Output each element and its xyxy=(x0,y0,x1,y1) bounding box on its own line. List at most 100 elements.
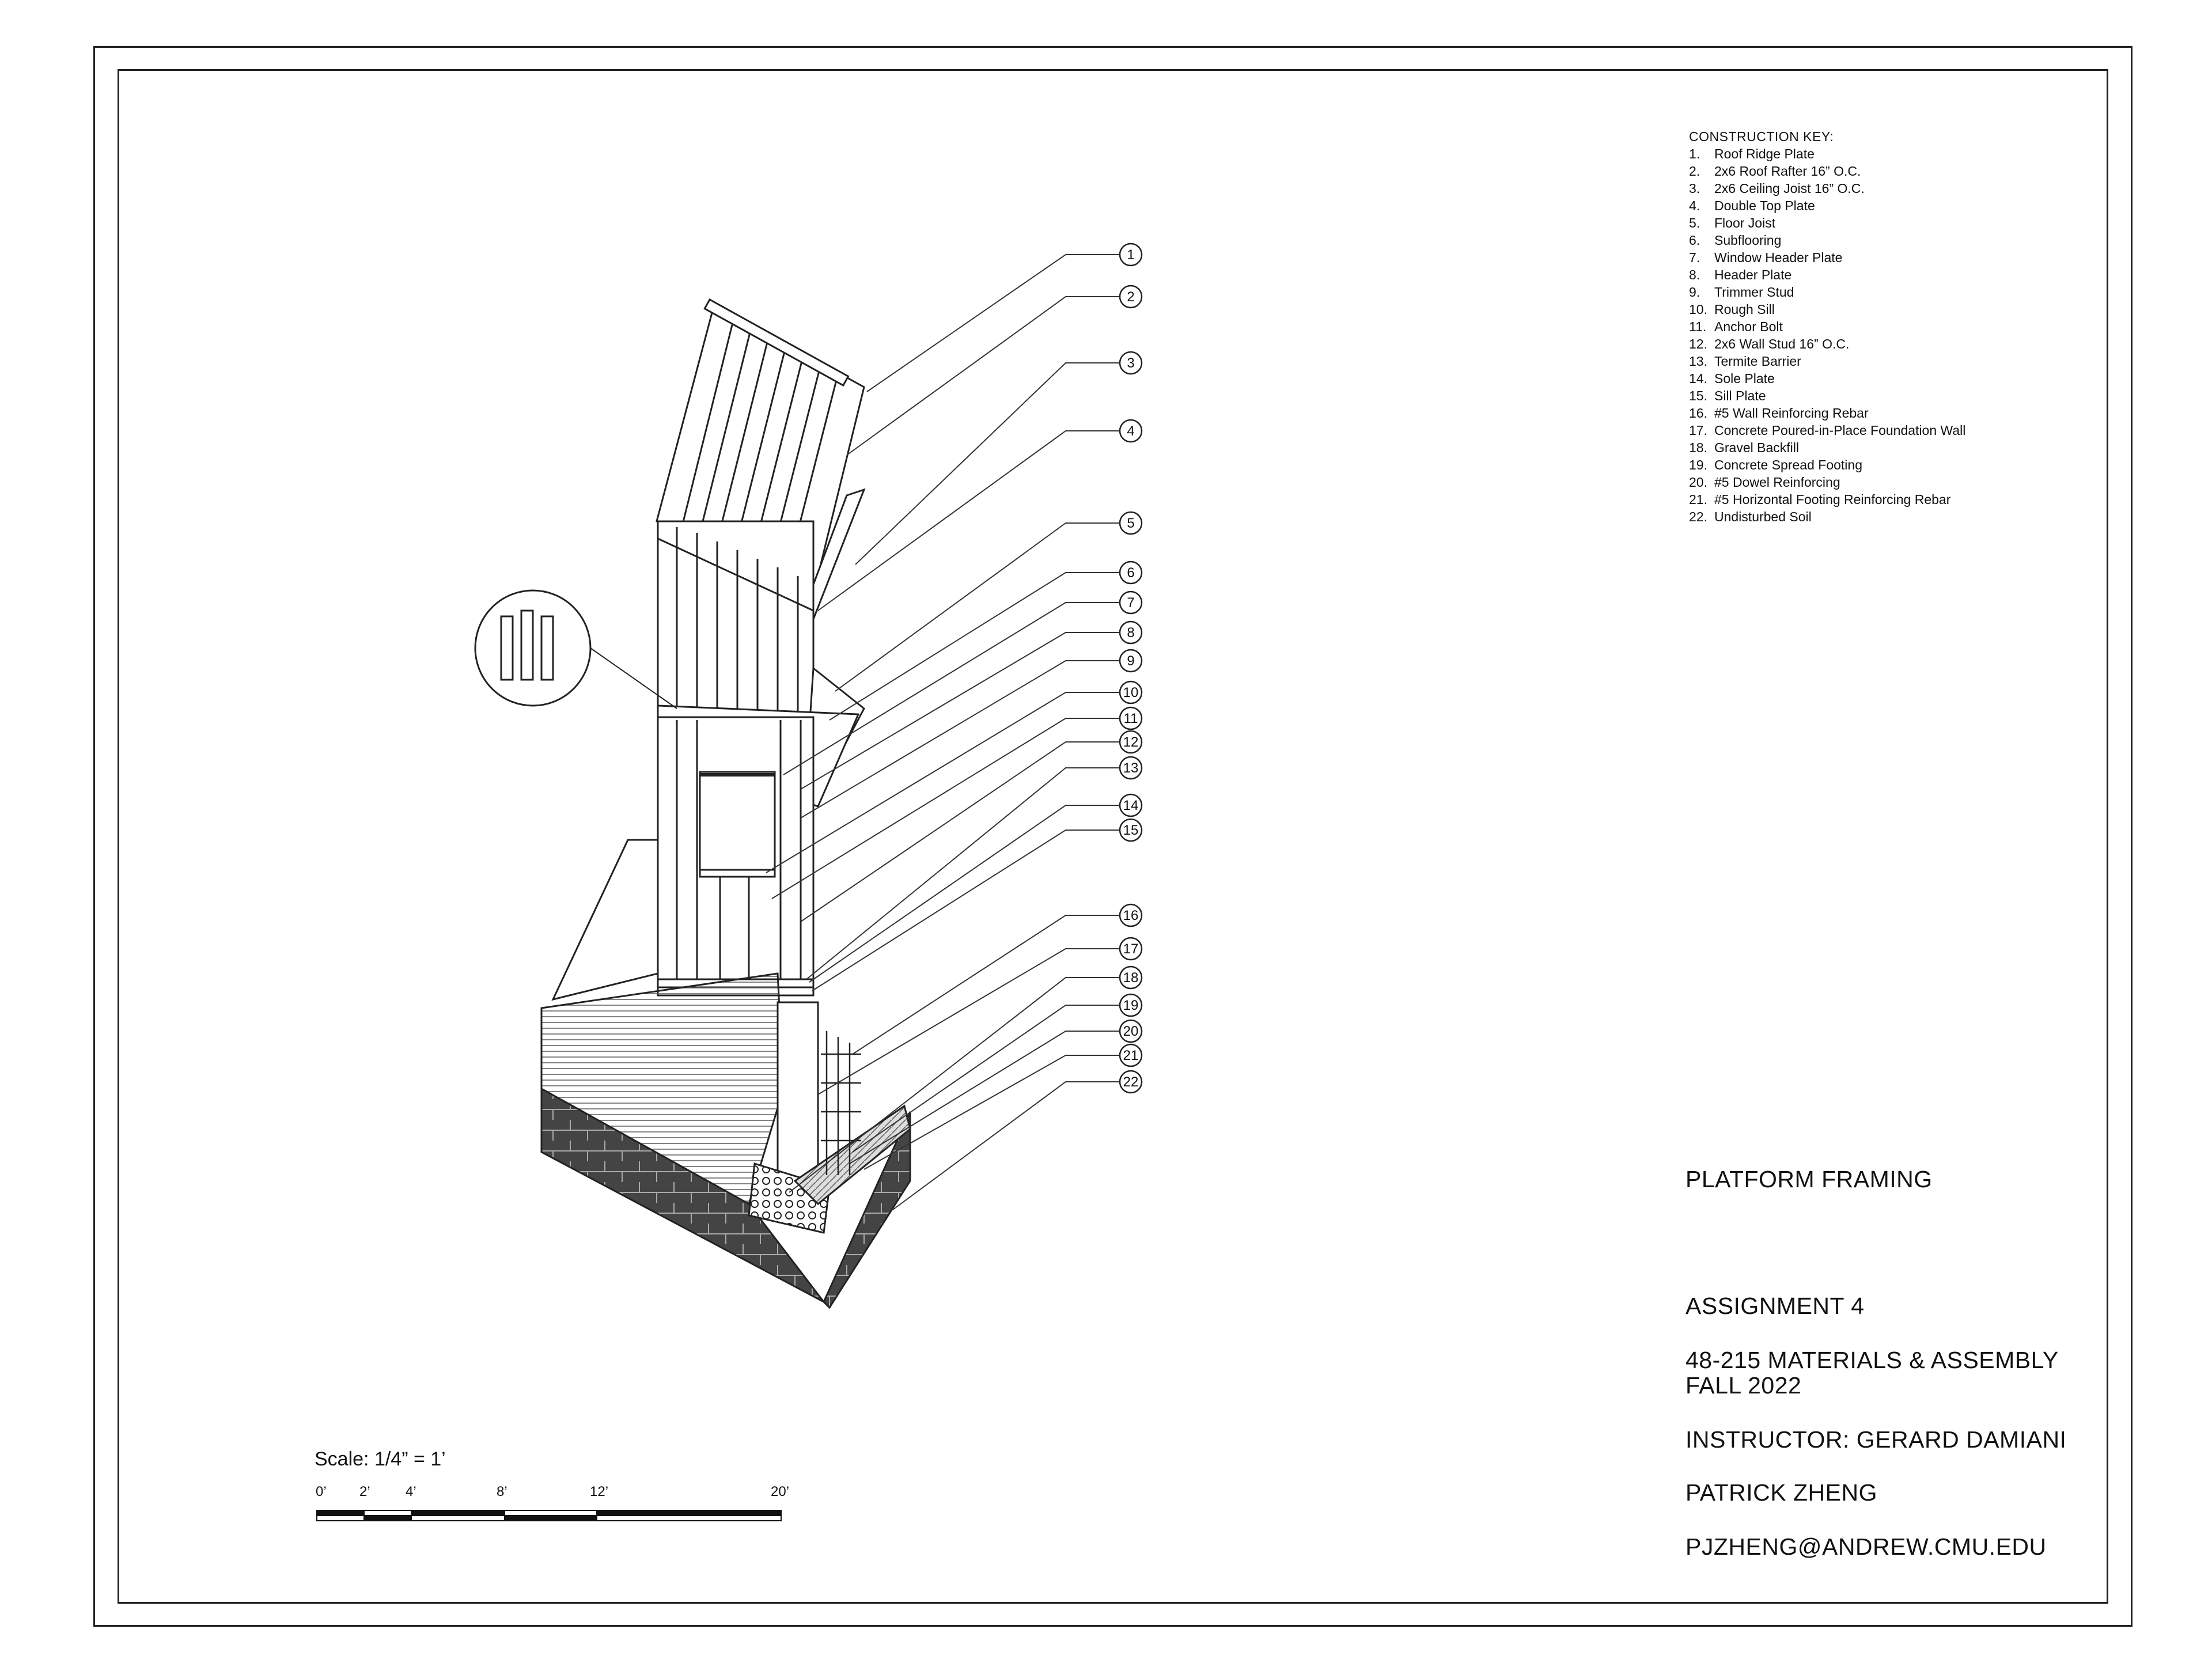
key-item-number: 3. xyxy=(1689,181,1700,196)
key-item-number: 18. xyxy=(1689,440,1707,455)
callout-number: 19 xyxy=(1123,998,1139,1013)
callout-number: 16 xyxy=(1123,908,1139,923)
term-label: FALL 2022 xyxy=(1685,1372,1802,1399)
callout-bubble xyxy=(1119,590,1143,615)
backfill-face xyxy=(540,972,785,1206)
key-item: 5. Floor Joist xyxy=(1689,214,1965,232)
callout-number: 6 xyxy=(1127,565,1134,581)
key-item-number: 16. xyxy=(1689,406,1707,421)
callout-number: 15 xyxy=(1123,823,1139,838)
key-item-label: #5 Wall Reinforcing Rebar xyxy=(1714,406,1869,421)
callout-number: 10 xyxy=(1123,685,1139,700)
instructor-label: INSTRUCTOR: GERARD DAMIANI xyxy=(1685,1426,2067,1453)
key-item-label: Subflooring xyxy=(1714,233,1782,248)
callout-bubble xyxy=(1119,285,1143,309)
key-item: 15.Sill Plate xyxy=(1689,387,1965,404)
key-item: 2. 2x6 Roof Rafter 16” O.C. xyxy=(1689,162,1965,180)
key-item: 6. Subflooring xyxy=(1689,232,1965,249)
callout-number: 7 xyxy=(1127,595,1134,611)
callout-number: 8 xyxy=(1127,625,1134,641)
scale-label: Scale: 1/4” = 1’ xyxy=(315,1448,446,1470)
key-item: 17. Concrete Poured-in-Place Foundation W… xyxy=(1689,422,1965,439)
callout-bubble xyxy=(1119,818,1143,842)
key-item: 19.Concrete Spread Footing xyxy=(1689,456,1965,474)
key-item-number: 22. xyxy=(1689,509,1707,524)
lower-wall-frame xyxy=(657,716,815,997)
callout-bubble xyxy=(1119,560,1143,585)
key-item-label: Window Header Plate xyxy=(1714,250,1843,265)
scale-tick: 8’ xyxy=(497,1484,507,1499)
key-item-number: 2. xyxy=(1689,164,1700,179)
callout-bubble xyxy=(1119,351,1143,375)
key-item-number: 20. xyxy=(1689,475,1707,490)
key-item: 7.Window Header Plate xyxy=(1689,249,1965,266)
foundation xyxy=(540,839,911,1309)
key-item-number: 8. xyxy=(1689,267,1700,282)
callout-number: 5 xyxy=(1127,516,1134,531)
key-item-number: 11. xyxy=(1689,319,1707,334)
callout-number: 3 xyxy=(1127,355,1134,371)
key-item-number: 10. xyxy=(1689,302,1707,317)
key-item-number: 1. xyxy=(1689,146,1700,161)
key-item-label: 2x6 Roof Rafter 16” O.C. xyxy=(1714,164,1861,179)
course-label: 48-215 MATERIALS & ASSEMBLY xyxy=(1685,1347,2059,1373)
key-item-number: 17. xyxy=(1689,423,1707,438)
callout-bubble xyxy=(1119,511,1143,535)
callout-bubble xyxy=(1119,620,1143,645)
scale-tick: 20’ xyxy=(771,1484,790,1499)
key-item-number: 14. xyxy=(1689,371,1707,386)
callout-bubble xyxy=(1119,243,1143,267)
key-item-label: Concrete Spread Footing xyxy=(1714,457,1862,472)
scale-tick: 0’ xyxy=(316,1484,327,1499)
key-item: 10. Rough Sill xyxy=(1689,301,1965,318)
key-item: 4.Double Top Plate xyxy=(1689,197,1965,214)
key-item: 11.Anchor Bolt xyxy=(1689,318,1965,335)
key-item-label: Rough Sill xyxy=(1714,302,1775,317)
key-item-label: Undisturbed Soil xyxy=(1714,509,1812,524)
key-item-label: 2x6 Wall Stud 16” O.C. xyxy=(1714,336,1850,351)
rebar-cage xyxy=(821,1031,861,1175)
key-item-label: #5 Horizontal Footing Reinforcing Rebar xyxy=(1714,492,1951,507)
drawing-title: PLATFORM FRAMING xyxy=(1685,1166,1933,1192)
key-item: 3.2x6 Ceiling Joist 16” O.C. xyxy=(1689,180,1965,197)
sheet-border-outer xyxy=(93,46,2133,1627)
key-item: 18. Gravel Backfill xyxy=(1689,439,1965,456)
backfill-top xyxy=(551,839,659,1001)
callout-number: 18 xyxy=(1123,970,1139,986)
key-item-label: Header Plate xyxy=(1714,267,1792,282)
construction-key-title: CONSTRUCTION KEY: xyxy=(1689,129,1834,144)
key-item-number: 12. xyxy=(1689,336,1707,351)
callout-bubbles xyxy=(1119,243,1143,1094)
key-item: 12. 2x6 Wall Stud 16” O.C. xyxy=(1689,335,1965,353)
foundation-wall xyxy=(777,1001,819,1194)
key-item-label: Termite Barrier xyxy=(1714,354,1801,369)
key-item-number: 21. xyxy=(1689,492,1707,507)
key-item-label: Trimmer Stud xyxy=(1714,285,1794,300)
callout-bubble xyxy=(1119,730,1143,754)
callout-number: 22 xyxy=(1123,1074,1139,1090)
callout-bubble xyxy=(1119,680,1143,704)
key-item-number: 6. xyxy=(1689,233,1700,248)
rough-sill xyxy=(699,869,776,878)
key-item: 22. Undisturbed Soil xyxy=(1689,508,1965,525)
callout-bubble xyxy=(1119,649,1143,673)
key-item: 8. Header Plate xyxy=(1689,266,1965,283)
key-item: 14.Sole Plate xyxy=(1689,370,1965,387)
callout-bubble xyxy=(1119,1019,1143,1043)
assignment-label: ASSIGNMENT 4 xyxy=(1685,1293,1865,1319)
construction-key: CONSTRUCTION KEY: 1.Roof Ridge Plate 2.2… xyxy=(1689,128,1965,525)
scale-tick: 2’ xyxy=(359,1484,370,1499)
key-item-label: Gravel Backfill xyxy=(1714,440,1799,455)
callout-bubble xyxy=(1119,1043,1143,1067)
key-item-number: 4. xyxy=(1689,198,1700,213)
callout-bubble xyxy=(1119,793,1143,817)
callout-bubble xyxy=(1119,993,1143,1017)
key-item-label: Floor Joist xyxy=(1714,215,1776,230)
callout-number: 12 xyxy=(1123,734,1139,750)
key-item-number: 13. xyxy=(1689,354,1707,369)
callout-number: 20 xyxy=(1123,1024,1139,1039)
key-item-label: Concrete Poured-in-Place Foundation Wall xyxy=(1714,423,1966,438)
callout-bubble xyxy=(1119,756,1143,780)
key-item-number: 5. xyxy=(1689,215,1700,230)
